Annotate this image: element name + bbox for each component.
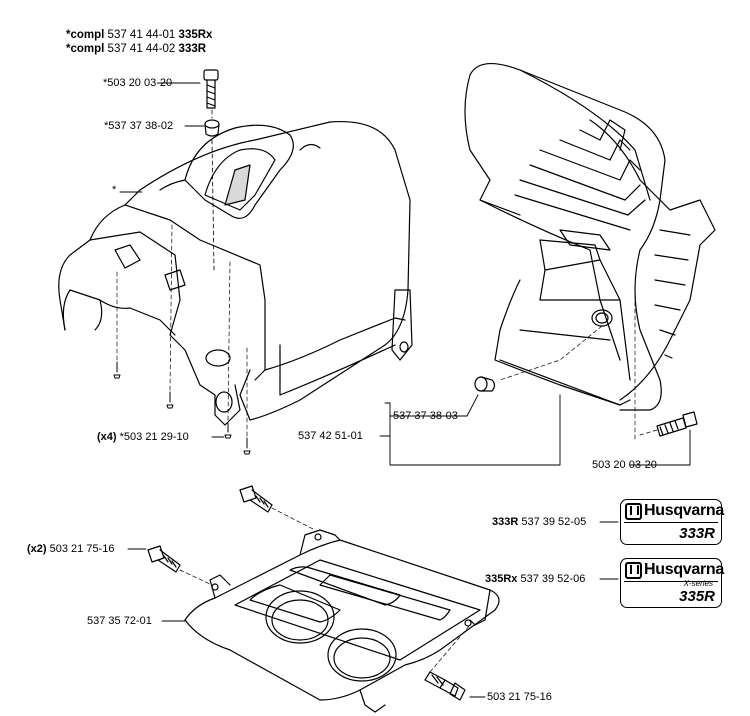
screw-icon-group [113, 361, 251, 455]
leader-lines [119, 82, 691, 698]
label-washer-top: *537 37 38-02 [104, 120, 174, 132]
label-bolt-bottom: 503 21 75-16 [487, 691, 552, 703]
decal-333r-model: 333R [679, 525, 715, 542]
compl-number-2: 537 41 44-02 [107, 43, 176, 55]
decal-335rx-label: 335Rx 537 39 52-06 [485, 573, 585, 586]
decal-333r-model-code: 333R [492, 516, 519, 528]
husqvarna-logo-icon [625, 561, 642, 579]
decal-333r-label: 333R 537 39 52-05 [492, 516, 586, 529]
header-line-1: *compl 537 41 44-01 335Rx [66, 28, 212, 42]
decal-335rx-divider [624, 581, 718, 582]
bolts-left-qty: (x2) [27, 543, 47, 555]
label-screws: (x4) *503 21 29-10 [97, 431, 189, 444]
plate-bolt-top-icon [239, 485, 273, 513]
label-bolt-right: 503 20 03-20 [592, 459, 657, 471]
compl-prefix-1: *compl [66, 29, 105, 41]
cylinder-cover [58, 120, 413, 426]
compl-prefix-2: *compl [66, 43, 105, 55]
bolts-left-number: 503 21 75-16 [49, 543, 115, 555]
right-bolt-icon [656, 411, 698, 437]
plug-icon [474, 376, 496, 392]
label-plug: 537 37 38-03 [393, 410, 458, 422]
top-bolt-icon [203, 69, 219, 109]
decal-333r: Husqvarna 333R [620, 499, 724, 545]
decal-333r-number: 537 39 52-05 [521, 516, 587, 528]
screws-number: *503 21 29-10 [119, 431, 189, 443]
plate-bolt-left-icon [147, 545, 181, 573]
decal-335rx-series: X-series [683, 579, 713, 588]
label-housing: 537 42 51-01 [298, 430, 363, 442]
compl-model-1: 335Rx [178, 29, 213, 41]
label-cover-star: * [112, 184, 117, 196]
decal-335rx: Husqvarna X-series 335R [620, 558, 724, 608]
compl-model-2: 333R [178, 43, 207, 55]
header-line-2: *compl 537 41 44-02 333R [66, 42, 206, 56]
decal-335rx-model: 335R [679, 588, 715, 605]
decal-333r-divider [624, 522, 718, 523]
label-bolt-top: *503 20 03-20 [103, 77, 173, 89]
decal-335rx-brand: Husqvarna [625, 561, 724, 579]
label-bolts-left: (x2) 503 21 75-16 [27, 543, 114, 556]
decal-333r-brand: Husqvarna [625, 502, 724, 520]
decal-333r-brand-text: Husqvarna [644, 502, 724, 519]
cylinder-housing [464, 63, 716, 411]
compl-number-1: 537 41 44-01 [107, 29, 176, 41]
decal-335rx-brand-text: Husqvarna [644, 561, 724, 578]
washer-icon [204, 119, 220, 137]
decal-335rx-number: 537 39 52-06 [520, 573, 586, 585]
skid-plate [184, 529, 500, 713]
husqvarna-logo-icon [625, 502, 642, 520]
label-plate: 537 35 72-01 [87, 615, 152, 627]
plate-bolt-bottom-icon [424, 671, 466, 701]
decal-335rx-model-code: 335Rx [485, 573, 518, 585]
screws-qty: (x4) [97, 431, 117, 443]
